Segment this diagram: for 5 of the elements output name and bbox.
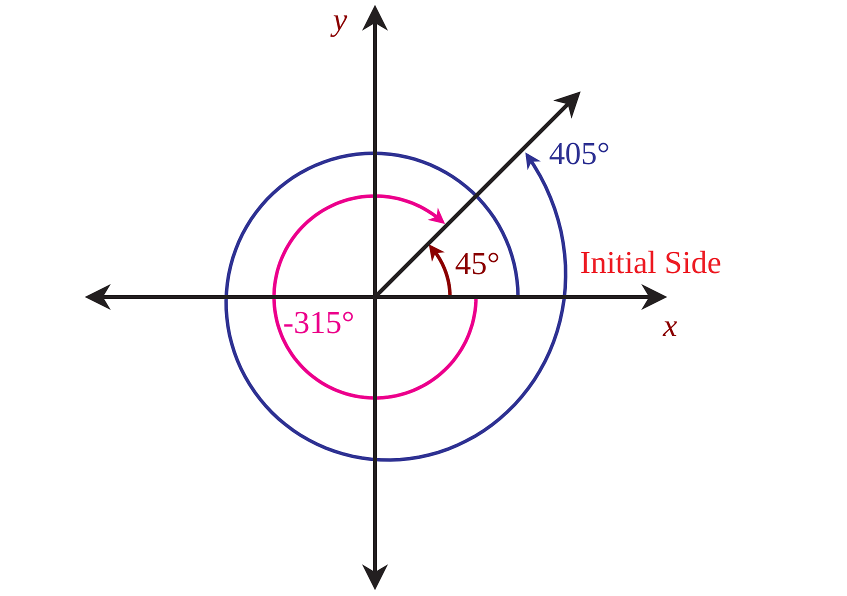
angle-label: 405° <box>549 137 610 169</box>
angle-label: -315° <box>283 306 354 338</box>
side-label: Initial Side <box>580 246 722 278</box>
axis-label: x <box>663 309 678 341</box>
angle-label: 45° <box>455 247 500 279</box>
